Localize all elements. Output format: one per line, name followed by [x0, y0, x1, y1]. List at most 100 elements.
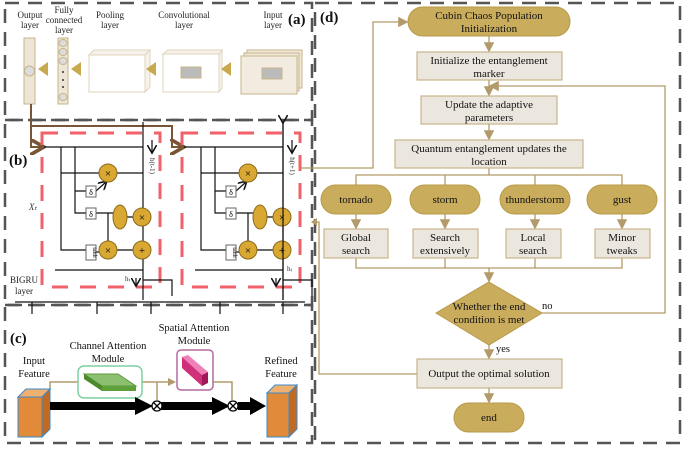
gru-cell-backward: [182, 122, 312, 300]
init-marker-box: [416, 51, 563, 81]
panel-label-c: (c): [10, 331, 27, 347]
multiply-op-1: [98, 163, 118, 183]
bigru-output-bus: [15, 301, 305, 314]
output-to-bigru-arrowhead: [311, 218, 317, 226]
pooling-block: [87, 48, 152, 94]
tanh-gate: [85, 244, 97, 261]
action-minor-label-2: tweaks: [607, 245, 638, 257]
action-extensive-label: Search: [430, 232, 460, 244]
panel-label-a: (a): [288, 12, 306, 28]
action-extensive-label-2: extensively: [420, 245, 471, 257]
gate-arrow: [95, 182, 106, 192]
action-search-extensively: [412, 228, 479, 259]
action-local-label-2: search: [519, 245, 548, 257]
add-label: +: [139, 245, 145, 257]
multiply-op-2: [132, 207, 152, 227]
fully-connected-label-3: layer: [55, 25, 73, 35]
gru-cell-forward: δ δ tanh × × × +: [40, 122, 173, 300]
input-feature-label-2: Feature: [18, 369, 50, 380]
spatial-attention-block: [182, 355, 208, 386]
input-layer-label: Input: [264, 10, 283, 20]
mode-storm-label: storm: [432, 194, 458, 206]
no-loop-line: [488, 80, 666, 314]
multiply-label-3: ×: [105, 245, 111, 257]
bigru-layer-label: BIGRU: [10, 275, 39, 285]
cnn-to-bigru-connectors: [30, 104, 182, 147]
tanh-label: tanh: [91, 247, 97, 257]
branch-lines: [355, 168, 623, 185]
input-block-stack: [240, 49, 303, 95]
quantum-update-label-2: location: [471, 156, 507, 168]
start-terminal: [407, 6, 571, 37]
action-local-label: Local: [520, 232, 545, 244]
one-minus-op: [112, 204, 128, 230]
elementwise-multiply-icon-1: [151, 400, 163, 412]
mode-tornado-label: tornado: [339, 194, 373, 206]
init-marker-label: Initialize the entanglement: [430, 55, 547, 67]
mode-gust-label: gust: [613, 194, 631, 206]
output-layer-label-2: layer: [21, 20, 39, 30]
action-global-search: [323, 228, 389, 259]
multiply-label-1: ×: [105, 168, 111, 180]
channel-attention-slab: [82, 373, 138, 391]
input-feature-label: Input: [23, 356, 45, 367]
action-local-search: [505, 228, 562, 259]
attention-side-paths: [49, 381, 233, 400]
input-symbol-xt: Xₜ: [28, 202, 37, 212]
multiply-label-2: ×: [139, 212, 145, 224]
fc-nodes: [58, 39, 68, 101]
action-minor-label: Minor: [608, 232, 636, 244]
channel-attention-label: Channel Attention: [70, 341, 147, 352]
convolutional-label-2: layer: [175, 20, 193, 30]
convolutional-label: Convolutional: [158, 10, 210, 20]
spatial-attention-label: Spatial Attention: [159, 323, 231, 334]
channel-attention-label-2: Module: [92, 354, 125, 365]
input-layer-label-2: layer: [264, 20, 282, 30]
sigma-label-1: δ: [89, 188, 93, 197]
mode-thunderstorm: [499, 184, 571, 215]
cnn-flow-arrows: [38, 62, 231, 76]
start-label: Cubin Chaos Population: [435, 10, 543, 22]
panel-a-cnn: (a) Output layer Fully connected layer P…: [17, 5, 306, 105]
end-terminal: [453, 402, 525, 433]
refined-feature-label-2: Feature: [265, 369, 297, 380]
convolutional-block: [161, 48, 223, 94]
fc-ellipsis-dots: [62, 71, 64, 88]
action-global-label: Global: [341, 232, 371, 244]
pooling-label-2: layer: [101, 20, 119, 30]
yes-label: yes: [496, 344, 510, 355]
no-label: no: [542, 301, 553, 312]
decision-label-2: condition is met: [454, 314, 525, 326]
action-global-label-2: search: [342, 245, 371, 257]
sigma-label-2: δ: [89, 210, 93, 219]
panel-d-flowchart: (d) Cubin Chaos Population Initializatio…: [300, 6, 666, 433]
panel-b-border: [3, 118, 314, 307]
output-solution-label: Output the optimal solution: [428, 368, 550, 380]
start-label-2: Initialization: [461, 23, 518, 35]
h-t-label: hₜ: [125, 275, 131, 283]
add-op: [132, 240, 152, 260]
bigru-layer-label-2: layer: [15, 286, 33, 296]
main-flow-arrow-1: [50, 397, 153, 415]
update-params-box: [420, 95, 558, 125]
mode-tornado: [320, 184, 392, 215]
h-next-label-backward: h(t+1): [288, 157, 296, 175]
init-marker-label-2: marker: [473, 68, 504, 80]
panel-label-b: (b): [9, 153, 27, 169]
panel-a-border: [3, 1, 314, 122]
panel-c-cbam: (c) Input Feature Channel Attention Modu…: [10, 323, 298, 439]
mode-thunderstorm-label: thunderstorm: [506, 194, 565, 206]
end-label: end: [481, 412, 497, 424]
decision-label: Whether the end: [453, 301, 526, 313]
bigru-to-start-line: [300, 16, 409, 169]
update-params-label-2: parameters: [465, 112, 513, 124]
quantum-update-box: [394, 139, 584, 169]
main-flow-arrow-3: [238, 397, 266, 415]
mode-storm: [409, 184, 481, 215]
h-prev-label: h(t-1): [148, 158, 156, 175]
quantum-update-label: Quantum entanglement updates the: [411, 143, 567, 155]
merge-lines: [355, 258, 623, 269]
fully-connected-label: Fully: [54, 5, 74, 15]
main-flow-arrow-2: [161, 397, 230, 415]
